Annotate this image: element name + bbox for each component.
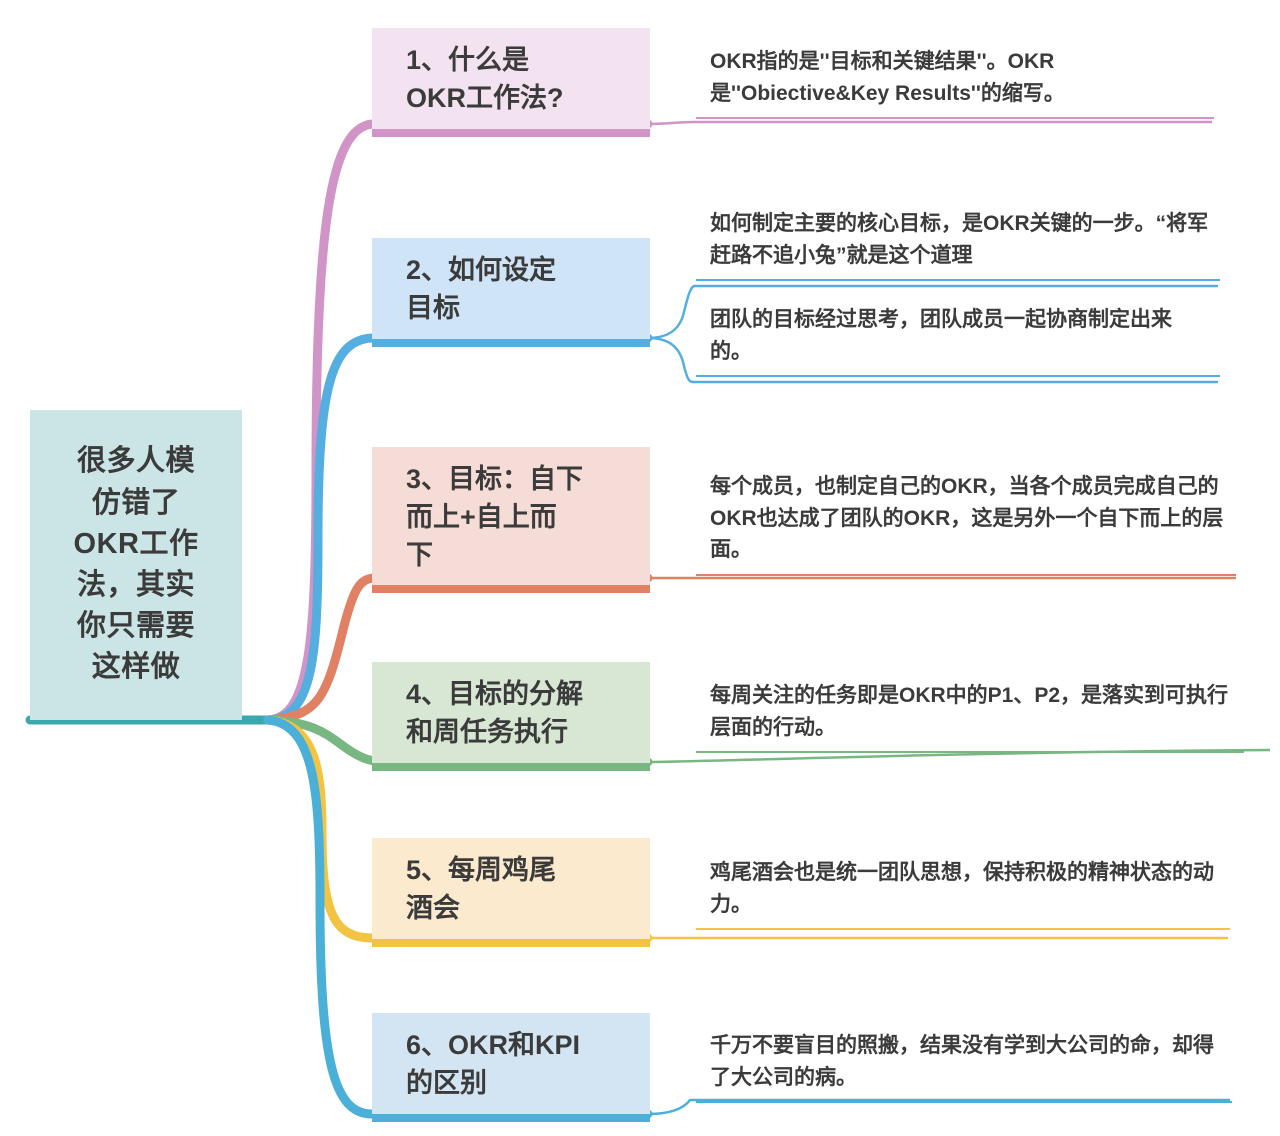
leaf-node-3-1-rule [696, 573, 1236, 576]
branch-node-5-underline [372, 938, 650, 947]
branch-node-6-underline [372, 1113, 650, 1122]
leaf-node-4-1[interactable]: 每周关注的任务即是OKR中的P1、P2，是落实到可执行层面的行动。 [696, 672, 1244, 753]
leaf-node-1-1[interactable]: OKR指的是''目标和关键结果''。OKR是''Obiective&Key Re… [696, 38, 1214, 119]
leaf-node-5-1-rule [696, 928, 1230, 930]
leaf-node-3-1[interactable]: 每个成员，也制定自己的OKR，当各个成员完成自己的OKR也达成了团队的OKR，这… [696, 463, 1236, 576]
leaf-node-5-1[interactable]: 鸡尾酒会也是统一团队思想，保持积极的精神状态的动力。 [696, 849, 1230, 930]
connector-branch-2 [263, 333, 653, 725]
leaf-node-1-1-text: OKR指的是''目标和关键结果''。OKR是''Obiective&Key Re… [710, 50, 1065, 105]
connector-leaf-2-2 [647, 336, 1218, 384]
leaf-node-4-1-text: 每周关注的任务即是OKR中的P1、P2，是落实到可执行层面的行动。 [710, 684, 1229, 739]
connector-branch-6 [263, 715, 653, 1119]
branch-node-1-underline [372, 128, 650, 137]
leaf-node-2-1-rule [696, 279, 1220, 281]
branch-node-4[interactable]: 4、目标的分解和周任务执行 [372, 662, 650, 771]
branch-node-2-label: 2、如何设定目标 [406, 255, 557, 323]
leaf-node-2-2[interactable]: 团队的目标经过思考，团队成员一起协商制定出来的。 [696, 296, 1220, 377]
branch-node-5[interactable]: 5、每周鸡尾酒会 [372, 838, 650, 947]
leaf-node-2-2-rule [696, 375, 1220, 377]
connector-leaf-2-fork [647, 284, 1218, 340]
connector-branch-3 [263, 573, 653, 725]
leaf-node-6-1-text: 千万不要盲目的照搬，结果没有学到大公司的命，却得了大公司的病。 [710, 1034, 1214, 1089]
branch-node-2-underline [372, 338, 650, 347]
branch-node-4-underline [372, 762, 650, 771]
leaf-node-6-1-rule [696, 1101, 1232, 1103]
branch-node-2[interactable]: 2、如何设定目标 [372, 238, 650, 347]
leaf-node-6-1[interactable]: 千万不要盲目的照搬，结果没有学到大公司的命，却得了大公司的病。 [696, 1022, 1232, 1103]
leaf-node-5-1-text: 鸡尾酒会也是统一团队思想，保持积极的精神状态的动力。 [710, 861, 1214, 916]
branch-node-3[interactable]: 3、目标：自下而上+自上而下 [372, 447, 650, 594]
branch-node-5-label: 5、每周鸡尾酒会 [406, 855, 557, 923]
connector-leaf-1-1 [647, 120, 1212, 126]
leaf-node-1-1-rule [696, 117, 1214, 119]
leaf-node-2-1-text: 如何制定主要的核心目标，是OKR关键的一步。“将军赶路不追小兔”就是这个道理 [710, 212, 1209, 267]
leaf-node-4-1-rule [696, 751, 1244, 753]
branch-node-4-label: 4、目标的分解和周任务执行 [406, 679, 584, 747]
connector-leaf-6-1 [647, 1098, 1230, 1116]
leaf-node-2-1[interactable]: 如何制定主要的核心目标，是OKR关键的一步。“将军赶路不追小兔”就是这个道理 [696, 200, 1220, 281]
leaf-node-3-1-text: 每个成员，也制定自己的OKR，当各个成员完成自己的OKR也达成了团队的OKR，这… [710, 475, 1224, 561]
leaf-node-2-2-text: 团队的目标经过思考，团队成员一起协商制定出来的。 [710, 308, 1172, 363]
branch-node-3-label: 3、目标：自下而上+自上而下 [406, 464, 584, 570]
branch-node-3-underline [372, 585, 650, 594]
